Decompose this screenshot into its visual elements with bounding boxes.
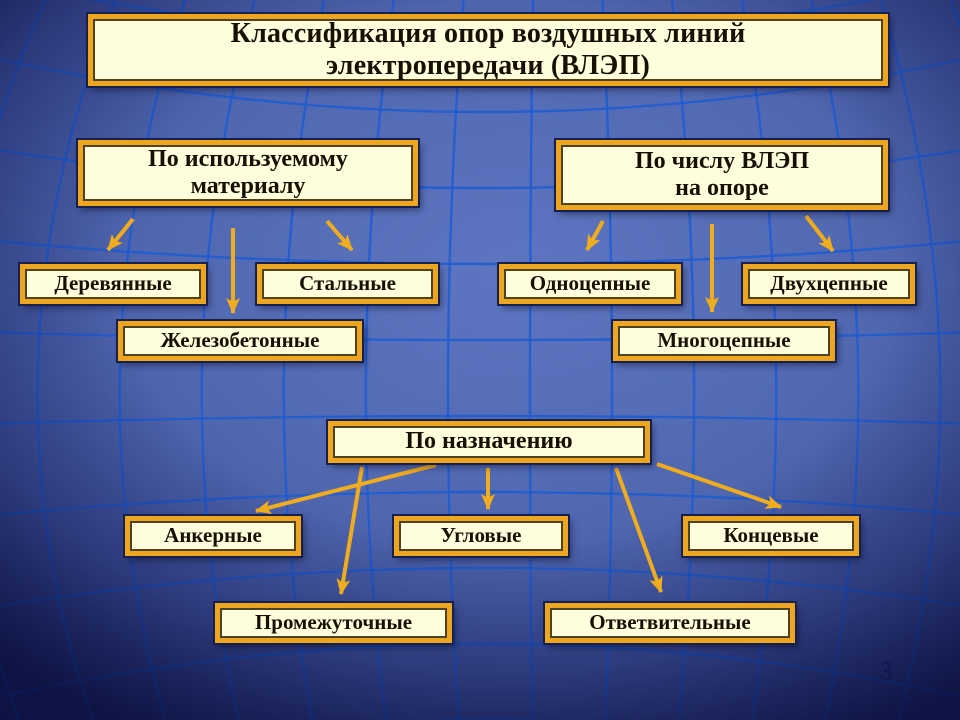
node-branch: Ответвительные [545, 603, 795, 643]
node-concrete: Железобетонные [118, 321, 362, 361]
arrow-purpose-anchor [255, 463, 437, 515]
category-box-purpose: По назначению [328, 421, 650, 463]
node-steel: Стальные [257, 264, 438, 304]
arrow-circuits-double [804, 214, 835, 253]
arrow-material-steel [325, 219, 354, 252]
node-single-circuit: Одноцепные [499, 264, 681, 304]
node-wood: Деревянные [20, 264, 206, 304]
page-number: 3 [880, 656, 894, 686]
arrow-purpose-end [656, 462, 782, 509]
category-box-material: По используемому материалу [78, 140, 418, 206]
node-intermediate: Промежуточные [215, 603, 452, 643]
arrow-circuits-single [585, 220, 605, 251]
arrow-purpose-branch [614, 467, 663, 593]
node-anchor: Анкерные [125, 516, 301, 556]
arrow-material-wood [106, 217, 135, 252]
node-end: Концевые [683, 516, 859, 556]
category-box-circuits: По числу ВЛЭП на опоре [556, 140, 888, 210]
node-angle: Угловые [394, 516, 568, 556]
arrow-purpose-intermediate [336, 466, 364, 595]
node-double-circuit: Двухцепные [743, 264, 915, 304]
node-multi-circuit: Многоцепные [613, 321, 835, 361]
slide-title: Классификация опор воздушных линий элект… [88, 14, 888, 86]
